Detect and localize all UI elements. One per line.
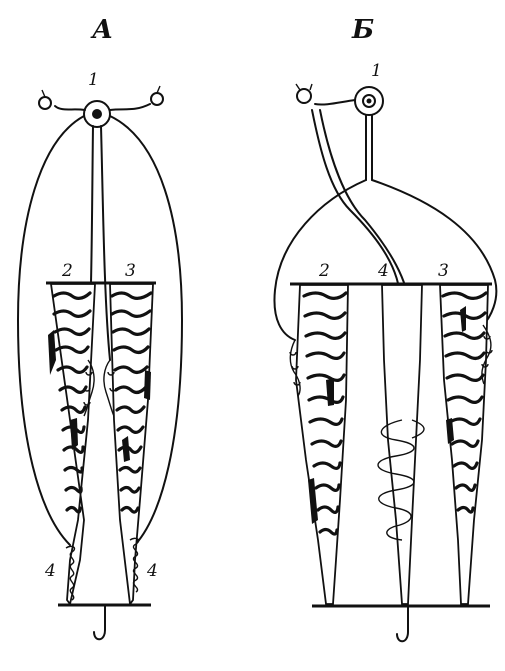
panel-a-label-3: 3: [125, 261, 136, 281]
panel-b-label-1: 1: [371, 61, 382, 81]
panel-b-heading: Б: [351, 15, 374, 45]
panel-a-label-2: 2: [61, 261, 73, 281]
panel-b-label-4: 4: [377, 261, 389, 281]
panel-a-neuron: [39, 86, 163, 127]
panel-b-label-3: 3: [438, 261, 449, 281]
panel-a-label-4-right: 4: [146, 561, 158, 581]
panel-b-muscle-4: [382, 285, 422, 604]
panel-a-label-1: 1: [88, 70, 99, 90]
panel-a-heading: А: [90, 15, 113, 45]
panel-a-hook: [94, 606, 105, 639]
panel-b: Б 1 2 4 3: [274, 15, 496, 641]
panel-a-label-4-left: 4: [44, 561, 56, 581]
panel-a: А 1 2 3: [18, 15, 182, 639]
panel-b-hook: [397, 607, 408, 641]
panel-b-neuron: [296, 84, 383, 115]
panel-b-label-2: 2: [318, 261, 330, 281]
